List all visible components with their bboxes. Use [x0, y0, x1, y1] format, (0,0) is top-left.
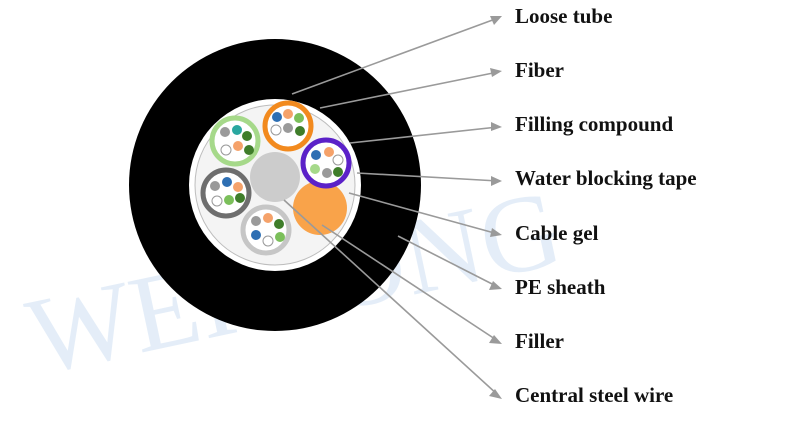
- labels: Loose tube Fiber Filling compound Water …: [515, 4, 697, 407]
- fiber: [274, 219, 284, 229]
- loose-tube-dark-gray: [200, 167, 252, 219]
- central-steel-wire: [250, 152, 300, 202]
- fiber: [332, 154, 344, 166]
- fiber: [251, 230, 261, 240]
- fiber: [262, 235, 274, 247]
- label-filler: Filler: [515, 329, 564, 353]
- leader-line-fiber: [319, 71, 499, 109]
- fiber: [242, 131, 252, 141]
- loose-tube-light-gray: [240, 204, 292, 256]
- label-fiber: Fiber: [515, 58, 564, 82]
- fiber: [294, 113, 304, 123]
- fiber: [272, 112, 282, 122]
- fiber: [235, 193, 245, 203]
- leader-line-filler: [321, 224, 499, 342]
- fiber: [220, 144, 232, 156]
- arrowhead-water-blocking-tape: [491, 176, 502, 186]
- arrowhead-pe-sheath: [489, 281, 502, 290]
- fiber: [263, 213, 273, 223]
- fiber: [222, 177, 232, 187]
- label-loose-tube: Loose tube: [515, 4, 612, 28]
- fiber: [311, 150, 321, 160]
- filler: [293, 181, 347, 235]
- arrowhead-central-steel-wire: [489, 389, 502, 399]
- fiber: [211, 195, 223, 207]
- fiber: [333, 167, 343, 177]
- arrowhead-fiber: [490, 68, 502, 77]
- fiber: [251, 216, 261, 226]
- label-central-steel-wire: Central steel wire: [515, 383, 673, 407]
- arrowhead-cable-gel: [490, 228, 502, 237]
- leader-line-cable-gel: [348, 192, 499, 235]
- fiber: [233, 182, 243, 192]
- fiber: [244, 145, 254, 155]
- loose-tube-green: [209, 115, 261, 167]
- leader-line-central-steel-wire: [283, 199, 499, 396]
- fiber: [322, 168, 332, 178]
- leader-line-water-blocking-tape: [356, 172, 499, 182]
- fiber: [295, 126, 305, 136]
- fiber: [324, 147, 334, 157]
- arrowhead-filling-compound: [491, 122, 502, 131]
- fiber: [270, 124, 282, 136]
- cable-cross-section: [129, 39, 421, 331]
- fiber: [232, 125, 242, 135]
- leader-lines: [283, 16, 502, 399]
- fiber: [283, 123, 293, 133]
- fiber: [283, 109, 293, 119]
- loose-tube-orange: [262, 100, 314, 152]
- arrowhead-loose-tube: [490, 16, 502, 25]
- label-pe-sheath: PE sheath: [515, 275, 606, 299]
- fiber: [210, 181, 220, 191]
- fiber: [233, 141, 243, 151]
- fiber: [224, 195, 234, 205]
- label-filling-compound: Filling compound: [515, 112, 673, 136]
- leader-line-filling-compound: [349, 126, 499, 144]
- fiber: [275, 232, 285, 242]
- fiber: [220, 127, 230, 137]
- label-water-blocking-tape: Water blocking tape: [515, 166, 697, 190]
- arrowhead-filler: [489, 335, 502, 344]
- leader-line-pe-sheath: [397, 235, 499, 288]
- label-cable-gel: Cable gel: [515, 221, 599, 245]
- loose-tube-purple: [300, 137, 352, 189]
- fiber: [310, 164, 320, 174]
- leader-line-loose-tube: [291, 17, 499, 95]
